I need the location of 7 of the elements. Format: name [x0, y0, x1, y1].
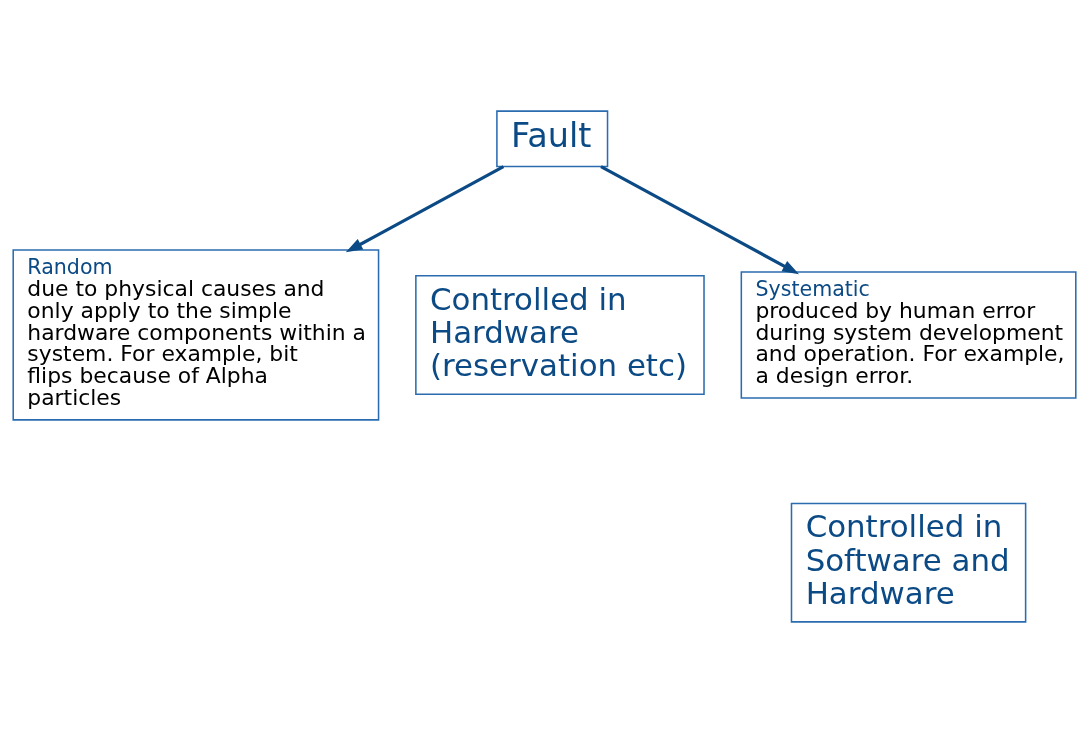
arrow	[600, 164, 800, 274]
node-box: Systematic produced by human error during system development and operation. For example, a design error.	[740, 270, 1077, 399]
node-box: Random due to physical causes and only apply to the simple hardware components within a system. For example, bit flips because of Alpha particles	[12, 248, 380, 421]
node-box: Controlled in Hardware (reservation etc)	[415, 274, 705, 395]
arrow	[345, 164, 505, 252]
node-box: Fault	[496, 109, 609, 167]
node-box: Controlled in Software and Hardware	[790, 502, 1027, 623]
